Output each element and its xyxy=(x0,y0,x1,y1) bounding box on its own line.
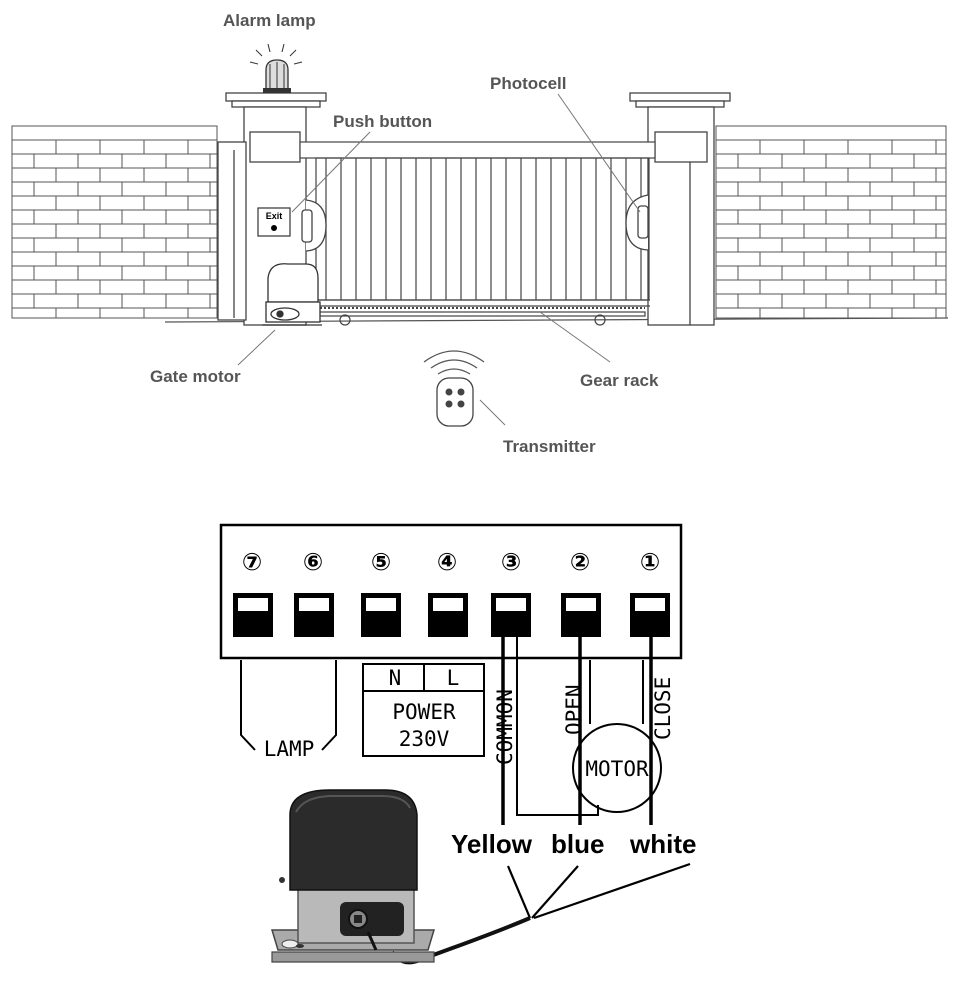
close-label: CLOSE xyxy=(651,677,675,740)
wiring-lines xyxy=(516,636,644,816)
power-n-label: N xyxy=(389,666,402,690)
terminal-3-number: ③ xyxy=(501,548,521,576)
cable-wires xyxy=(506,862,691,920)
terminal-3-screw xyxy=(491,593,531,637)
power-title: POWER xyxy=(392,700,456,724)
transmitter xyxy=(423,350,485,427)
left-pillar xyxy=(217,92,327,326)
lamp-label: LAMP xyxy=(264,737,315,761)
push-button-label: Push button xyxy=(333,112,432,131)
terminal-1-number: ① xyxy=(640,548,660,576)
lamp-connection xyxy=(240,660,337,751)
terminal-1-screw xyxy=(630,593,670,637)
photocell-right xyxy=(625,194,649,251)
terminal-2-number: ② xyxy=(570,548,590,576)
signal-waves xyxy=(423,350,485,375)
terminal-5-screw xyxy=(361,593,401,637)
wire-white-label: white xyxy=(629,829,696,859)
right-brick-wall xyxy=(715,125,947,319)
terminal-2-screw xyxy=(561,593,601,637)
terminal-6-screw xyxy=(294,593,334,637)
wiring-diagram: ⑦ ⑥ ⑤ ④ ③ ② ① LAMP xyxy=(219,523,696,965)
motor-label: MOTOR xyxy=(585,757,649,781)
sliding-gate xyxy=(299,141,656,326)
terminal-4-number: ④ xyxy=(437,548,457,576)
motor-symbol xyxy=(572,723,662,813)
photocell-label: Photocell xyxy=(490,74,567,93)
terminal-block xyxy=(219,523,683,660)
alarm-lamp xyxy=(249,43,303,93)
terminal-screws xyxy=(233,593,670,637)
alarm-lamp-label: Alarm lamp xyxy=(223,11,316,30)
terminal-7-screw xyxy=(233,593,273,637)
left-brick-wall xyxy=(11,125,218,319)
wire-yellow-label: Yellow xyxy=(451,829,533,859)
wire-blue-label: blue xyxy=(551,829,604,859)
gate-motor-small xyxy=(262,263,322,326)
push-button-box: Exit xyxy=(257,207,291,237)
common-label: COMMON xyxy=(493,689,517,765)
terminal-4-screw xyxy=(428,593,468,637)
photocell-left xyxy=(301,199,327,252)
power-l-label: L xyxy=(447,666,460,690)
gate-installation: Exit xyxy=(11,11,949,456)
callout-leaders xyxy=(237,93,641,426)
terminal-6-number: ⑥ xyxy=(303,548,323,576)
motor-lead-wires xyxy=(501,636,653,825)
gate-motor-label: Gate motor xyxy=(150,367,241,386)
terminal-5-number: ⑤ xyxy=(371,548,391,576)
power-box xyxy=(362,663,485,757)
lamp-rays xyxy=(249,43,303,65)
right-pillar xyxy=(629,92,731,326)
open-label: OPEN xyxy=(562,684,586,735)
terminal-7-number: ⑦ xyxy=(242,548,262,576)
transmitter-label: Transmitter xyxy=(503,437,596,456)
power-voltage: 230V xyxy=(399,727,450,751)
gear-rack-label: Gear rack xyxy=(580,371,659,390)
exit-label: Exit xyxy=(266,211,283,221)
exit-button xyxy=(271,225,277,231)
gate-motor-large xyxy=(270,789,436,963)
terminal-numbers: ⑦ ⑥ ⑤ ④ ③ ② ① xyxy=(242,548,660,576)
